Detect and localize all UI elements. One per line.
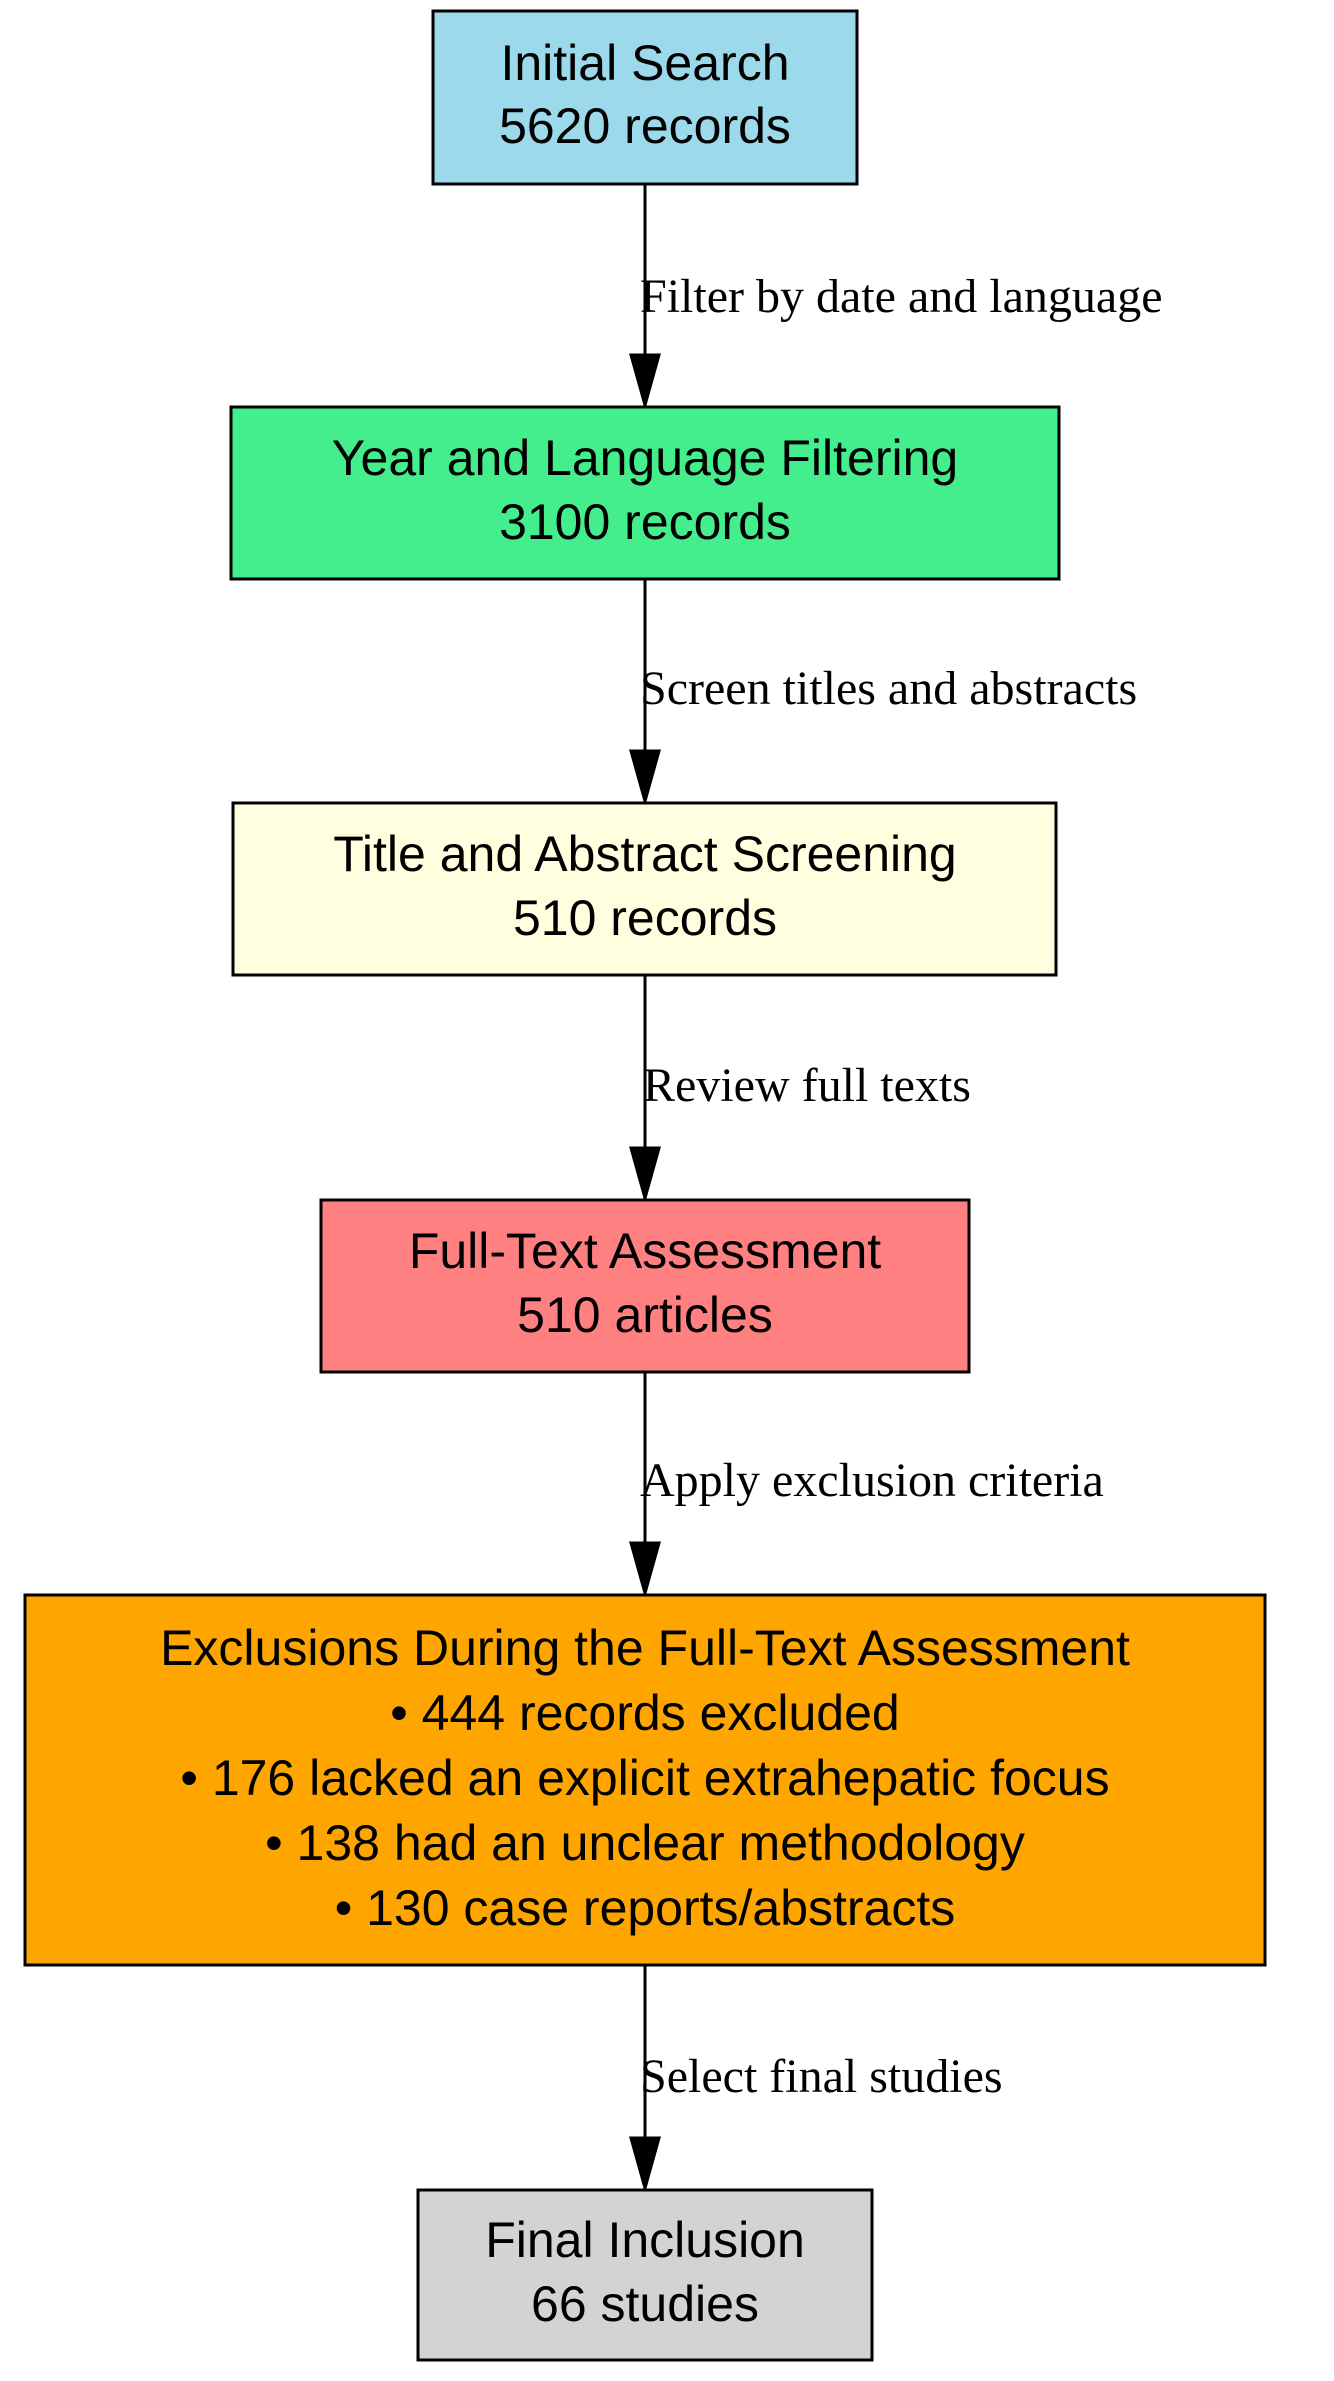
node-exclusions: Exclusions During the Full-Text Assessme… [23,1593,1267,1967]
node-final-inclusion: Final Inclusion 66 studies [416,2188,874,2362]
node-count: 5620 records [499,98,791,154]
node-title-abstract-screening: Title and Abstract Screening 510 records [231,801,1058,977]
node-count: 3100 records [499,494,791,550]
node-title: Year and Language Filtering [332,430,958,486]
edge-label: Select final studies [640,2050,1003,2103]
node-full-text-assessment: Full-Text Assessment 510 articles [319,1198,971,1374]
edge-2: Review full texts [629,975,971,1204]
node-count: 66 studies [531,2276,759,2332]
node-title: Exclusions During the Full-Text Assessme… [160,1620,1130,1676]
node-count: 510 articles [517,1287,773,1343]
node-title: Title and Abstract Screening [333,826,957,882]
edge-4: Select final studies [629,1965,1003,2194]
edge-label: Screen titles and abstracts [640,662,1137,715]
edge-0: Filter by date and language [629,184,1163,411]
node-year-language-filtering: Year and Language Filtering 3100 records [229,405,1061,581]
node-box [416,2188,874,2362]
node-title: Final Inclusion [485,2212,805,2268]
exclusion-item: • 138 had an unclear methodology [265,1815,1025,1871]
node-title: Initial Search [500,35,789,91]
edge-label: Apply exclusion criteria [640,1454,1104,1507]
arrowhead-icon [629,353,661,411]
node-box [229,405,1061,581]
node-box [431,9,859,186]
arrowhead-icon [629,2136,661,2194]
arrowhead-icon [629,1541,661,1599]
edge-label: Review full texts [643,1059,971,1112]
exclusion-item: • 130 case reports/abstracts [335,1880,956,1936]
node-count: 510 records [513,890,777,946]
edge-1: Screen titles and abstracts [629,579,1137,807]
arrowhead-icon [629,1146,661,1204]
edge-label: Filter by date and language [640,270,1163,323]
arrowhead-icon [629,749,661,807]
node-initial-search: Initial Search 5620 records [431,9,859,186]
node-box [319,1198,971,1374]
exclusion-item: • 444 records excluded [390,1685,899,1741]
node-box [23,1593,1267,1967]
node-box [231,801,1058,977]
edge-3: Apply exclusion criteria [629,1372,1104,1599]
exclusion-item: • 176 lacked an explicit extrahepatic fo… [180,1750,1109,1806]
node-title: Full-Text Assessment [409,1223,881,1279]
